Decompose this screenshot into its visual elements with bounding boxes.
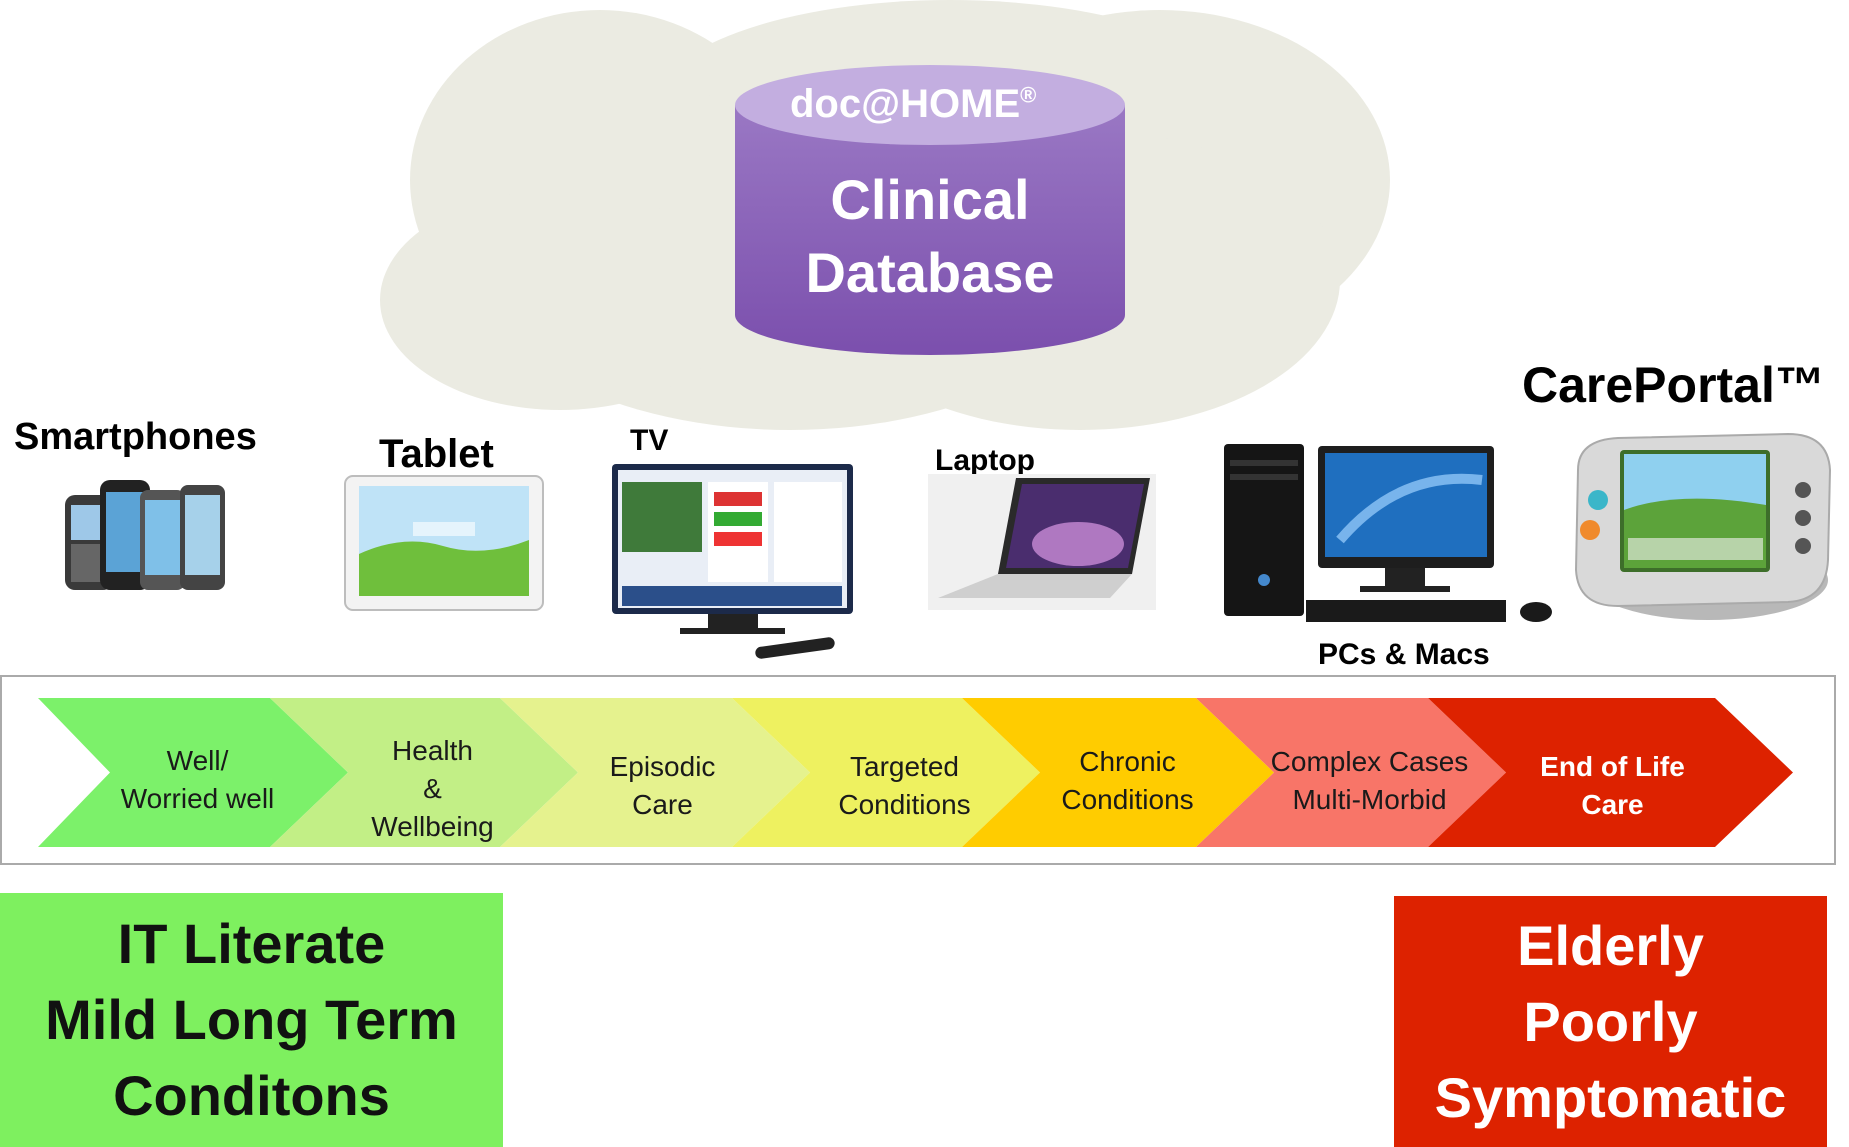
- stage-label-6: Complex Cases Multi-Morbid: [1270, 746, 1469, 815]
- left-box-line2: Mild Long Term: [45, 988, 458, 1051]
- elderly-box: Elderly Poorly Symptomatic: [1394, 896, 1827, 1147]
- stage-label-3: Episodic Care: [609, 751, 716, 820]
- stage-label-7: End of Life Care: [1540, 751, 1685, 820]
- database-line2: Database: [805, 241, 1055, 304]
- tv-label: TV: [630, 424, 669, 457]
- pcs-macs-label: PCs & Macs: [1318, 638, 1490, 671]
- right-box-line1: Elderly: [1517, 913, 1704, 977]
- left-box-line1: IT Literate: [117, 912, 386, 975]
- left-box-line3: Conditons: [113, 1064, 390, 1127]
- stage-chevron-1: [38, 698, 348, 847]
- stage-chevron-6: [1196, 698, 1506, 847]
- stage-chevron-2: [270, 698, 578, 847]
- careportal-icon: [1574, 432, 1832, 620]
- stage-label-2: Health & Wellbeing: [371, 735, 494, 842]
- stage-chevron-3: [500, 698, 810, 847]
- stage-chevron-4: [732, 698, 1040, 847]
- tablet-icon: [344, 475, 544, 611]
- laptop-label: Laptop: [935, 444, 1035, 477]
- database-brand-text: doc@HOME: [790, 82, 1021, 126]
- tv-icon: [612, 464, 853, 659]
- database-brand-mark: ®: [1020, 82, 1037, 108]
- careportal-label: CarePortal™: [1522, 357, 1825, 413]
- stage-label-5: Chronic Conditions: [1061, 746, 1194, 815]
- smartphones-icon: [65, 480, 225, 590]
- right-box-line3: Symptomatic: [1434, 1065, 1787, 1129]
- database-brand: doc@HOME®: [790, 82, 1036, 127]
- stage-label-4: Targeted Conditions: [838, 751, 971, 820]
- care-pathway-frame: [0, 675, 1836, 865]
- pc-icon: [1224, 444, 1552, 622]
- laptop-icon: [928, 474, 1156, 610]
- stage-chevron-5: [962, 698, 1274, 847]
- it-literate-box: IT Literate Mild Long Term Conditons: [0, 893, 503, 1147]
- stage-chevron-7: [1428, 698, 1793, 847]
- database-line1: Clinical: [830, 168, 1030, 231]
- care-pathway-chevrons: [38, 698, 1793, 847]
- smartphones-label: Smartphones: [14, 416, 257, 458]
- right-box-line2: Poorly: [1523, 989, 1698, 1053]
- database-cylinder-icon: [735, 65, 1125, 355]
- stage-label-1: Well/ Worried well: [120, 745, 275, 814]
- tablet-label: Tablet: [379, 432, 494, 476]
